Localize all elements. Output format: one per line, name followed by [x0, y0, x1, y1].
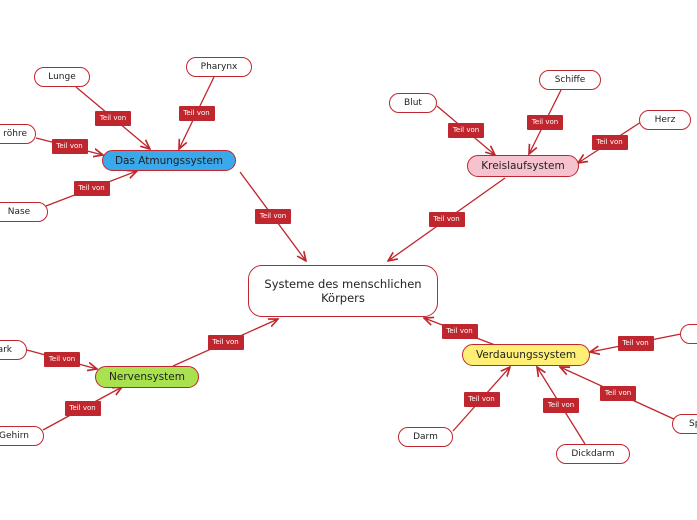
hub-atmungssystem-text: Das Atmungssystem	[114, 154, 224, 167]
relation-label-kreis[interactable]: Teil von	[428, 212, 465, 227]
leaf-nase-text: Nase	[7, 207, 31, 217]
hub-atmungssystem[interactable]: Das Atmungssystem	[102, 150, 236, 171]
hub-kreislaufsystem-text: Kreislaufsystem	[481, 160, 565, 172]
central-topic-text: Systeme des menschlichen Körpers	[264, 277, 422, 305]
relation-label-roehre[interactable]: Teil von	[51, 139, 88, 154]
hub-verdauungssystem[interactable]: Verdauungssystem	[462, 344, 590, 366]
leaf-roehre-text: röhre	[3, 129, 27, 139]
leaf-gehirn[interactable]: Gehirn	[0, 426, 44, 446]
leaf-schiffe[interactable]: Schiffe	[539, 70, 601, 90]
relation-label-gehirn[interactable]: Teil von	[64, 401, 101, 416]
relation-label-nerven[interactable]: Teil von	[207, 335, 244, 350]
leaf-gehirn-text: Gehirn	[0, 431, 29, 441]
leaf-darm-text: Darm	[413, 432, 438, 442]
leaf-schiffe-text: Schiffe	[554, 75, 586, 85]
relation-label-blut[interactable]: Teil von	[448, 123, 484, 138]
relation-label-atmung[interactable]: Teil von	[255, 209, 291, 224]
leaf-sp-text: Sp	[689, 419, 697, 429]
relation-label-extra[interactable]: Teil von	[617, 335, 654, 351]
relation-label-darm[interactable]: Teil von	[463, 391, 500, 407]
leaf-herz-text: Herz	[654, 115, 676, 125]
leaf-mark[interactable]: ark	[0, 340, 27, 360]
hub-nervensystem[interactable]: Nervensystem	[95, 366, 199, 388]
relation-label-verdau[interactable]: Teil von	[441, 324, 478, 339]
leaf-blut[interactable]: Blut	[389, 93, 437, 113]
leaf-lunge-text: Lunge	[48, 72, 76, 82]
leaf-roehre[interactable]: röhre	[0, 124, 36, 144]
leaf-herz[interactable]: Herz	[639, 110, 691, 130]
hub-verdauungssystem-text: Verdauungssystem	[475, 349, 577, 361]
hub-nervensystem-text: Nervensystem	[109, 371, 185, 383]
relation-label-mark[interactable]: Teil von	[44, 352, 80, 367]
central-topic[interactable]: Systeme des menschlichen Körpers	[248, 265, 438, 317]
leaf-pharynx[interactable]: Pharynx	[186, 57, 252, 77]
relation-label-schiffe[interactable]: Teil von	[527, 114, 563, 130]
leaf-blut-text: Blut	[404, 98, 422, 108]
leaf-dickdarm-text: Dickdarm	[571, 449, 615, 459]
leaf-mark-text: ark	[0, 345, 12, 355]
leaf-darm[interactable]: Darm	[398, 427, 453, 447]
relation-label-lunge[interactable]: Teil von	[95, 110, 131, 126]
relation-label-nase[interactable]: Teil von	[73, 181, 110, 196]
leaf-nase[interactable]: Nase	[0, 202, 48, 222]
leaf-partial[interactable]	[680, 324, 697, 344]
relation-label-dickdarm[interactable]: Teil von	[543, 398, 579, 413]
relation-label-sp[interactable]: Teil von	[600, 386, 636, 401]
hub-kreislaufsystem[interactable]: Kreislaufsystem	[467, 155, 579, 177]
leaf-dickdarm[interactable]: Dickdarm	[556, 444, 630, 464]
leaf-lunge[interactable]: Lunge	[34, 67, 90, 87]
leaf-pharynx-text: Pharynx	[200, 62, 238, 72]
relation-label-pharynx[interactable]: Teil von	[178, 105, 215, 121]
relation-label-herz[interactable]: Teil von	[591, 135, 628, 150]
leaf-sp[interactable]: Sp	[672, 414, 697, 434]
